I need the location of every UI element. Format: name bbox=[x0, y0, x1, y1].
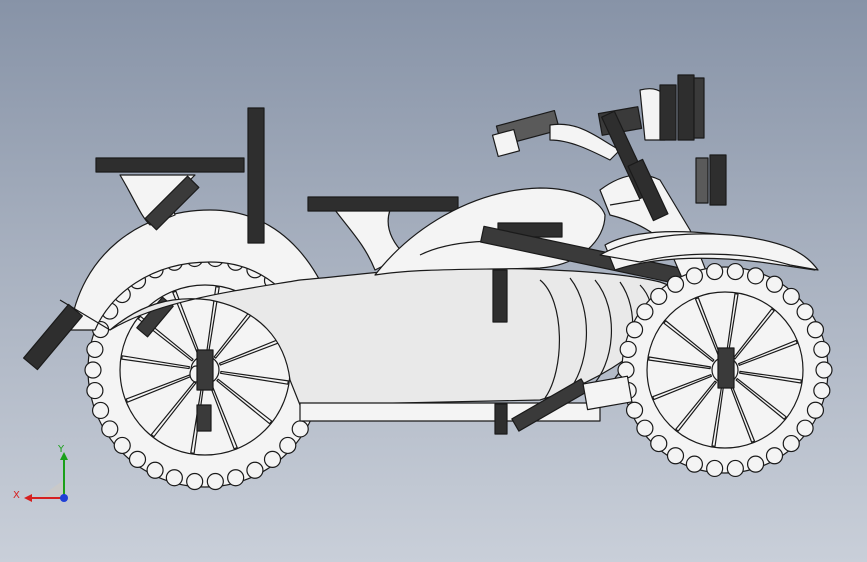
tread-bump bbox=[806, 401, 825, 419]
tread-bump bbox=[666, 447, 685, 465]
tread-bump bbox=[227, 469, 245, 487]
tread-bump bbox=[796, 419, 814, 437]
tread-bump bbox=[246, 461, 264, 479]
sidecar-seat bbox=[95, 107, 265, 244]
tread-bump bbox=[706, 262, 724, 281]
tread-bump bbox=[101, 420, 119, 438]
tread-bump bbox=[206, 472, 224, 491]
wheel-spoke bbox=[652, 374, 712, 401]
tread-bump bbox=[636, 303, 654, 321]
tread-bump bbox=[91, 401, 110, 420]
tread-bump bbox=[128, 450, 147, 468]
front-tyre-tread bbox=[617, 262, 833, 478]
tread-bump bbox=[279, 436, 297, 455]
tread-bump bbox=[706, 459, 724, 478]
tread-bump bbox=[685, 455, 704, 473]
tread-bump bbox=[806, 321, 825, 339]
headlamp bbox=[639, 74, 727, 206]
tread-bump bbox=[263, 450, 282, 468]
tread-bump bbox=[625, 321, 644, 339]
tread-bump bbox=[813, 340, 831, 359]
tread-bump bbox=[291, 420, 309, 438]
x-axis-label: X bbox=[13, 490, 20, 501]
tread-bump bbox=[813, 381, 831, 400]
tread-bump bbox=[746, 267, 765, 285]
tread-bump bbox=[650, 434, 668, 453]
y-axis-label: Y bbox=[57, 444, 65, 455]
front-fender bbox=[599, 233, 819, 271]
wheel-spoke bbox=[738, 339, 798, 366]
tread-bump bbox=[726, 459, 744, 478]
tread-bump bbox=[765, 275, 784, 293]
wheel-spoke bbox=[121, 355, 190, 370]
tread-bump bbox=[815, 361, 833, 379]
tread-bump bbox=[782, 434, 800, 453]
handlebar bbox=[491, 106, 669, 222]
wheel-spoke bbox=[648, 356, 711, 370]
tread-bump bbox=[650, 287, 668, 306]
front-wheel[interactable] bbox=[604, 231, 833, 478]
wheel-spoke bbox=[739, 370, 802, 384]
tread-bump bbox=[146, 461, 164, 479]
tread-bump bbox=[165, 469, 183, 487]
tread-bump bbox=[86, 340, 104, 359]
wheel-spoke bbox=[675, 380, 717, 432]
rider-seat bbox=[307, 196, 459, 271]
tread-bump bbox=[765, 447, 784, 465]
front-wheel-spokes bbox=[648, 293, 802, 447]
axis-triad: X Y bbox=[13, 444, 68, 502]
tread-bump bbox=[186, 472, 204, 491]
wheel-spoke bbox=[216, 378, 273, 425]
tread-bump bbox=[636, 419, 654, 437]
tread-bump bbox=[625, 401, 644, 419]
tread-bump bbox=[685, 267, 704, 285]
tread-bump bbox=[84, 361, 102, 379]
tread-bump bbox=[113, 436, 131, 455]
tread-bump bbox=[796, 303, 814, 321]
wheel-spoke bbox=[735, 378, 787, 420]
tread-bump bbox=[746, 455, 765, 473]
tread-bump bbox=[782, 287, 800, 306]
tread-bump bbox=[617, 361, 635, 379]
tread-bump bbox=[666, 275, 685, 293]
wheel-spoke bbox=[220, 370, 289, 385]
tread-bump bbox=[619, 340, 637, 359]
wheel-spoke bbox=[663, 320, 715, 362]
tread-bump bbox=[86, 381, 104, 400]
tread-bump bbox=[726, 262, 744, 281]
